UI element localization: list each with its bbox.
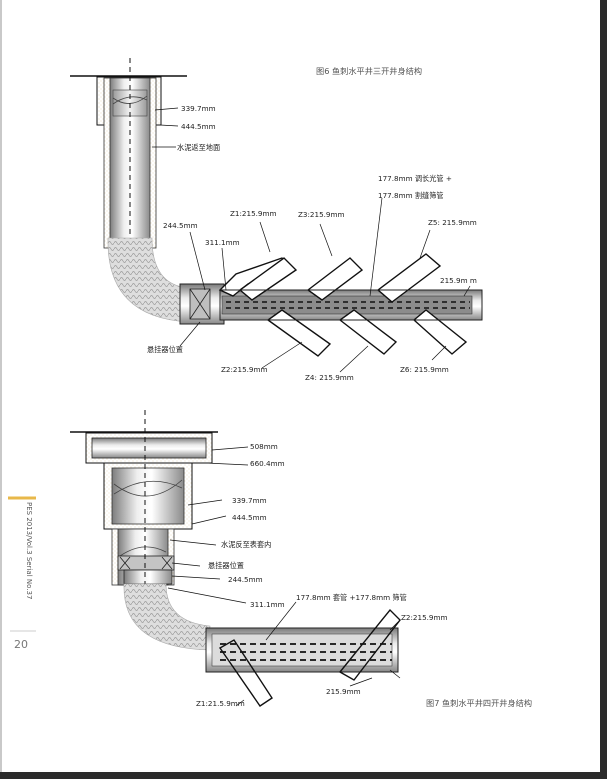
figure7-diagram: 508mm 660.4mm 339.7mm 444.5mm 水泥反至表套内 悬挂… [70, 410, 532, 708]
label-cement-2: 水泥反至表套内 [221, 540, 271, 549]
label-hole-244-2: 244.5mm [228, 575, 263, 584]
label-z3: Z3:215.9mm [298, 210, 345, 219]
label-liner-2: 177.8mm 套管 +177.8mm 筛管 [296, 593, 407, 602]
right-frame-border [600, 0, 607, 779]
branch-z6-shape [412, 309, 468, 355]
branch-z2-shape [266, 309, 332, 357]
label-hole-311: 311.1mm [205, 238, 240, 247]
build-section [107, 237, 191, 323]
label-z2-2: Z2:215.9mm [401, 613, 448, 622]
label-casing-339-2: 339.7mm [232, 496, 267, 505]
label-hole-244: 244.5mm [163, 221, 198, 230]
label-hole-311-2: 311.1mm [250, 600, 285, 609]
label-z5: Z5: 215.9mm [428, 218, 477, 227]
label-conductor-660: 660.4mm [250, 459, 285, 468]
journal-info: PES 2013/Vol.3 Serial No.37 [25, 502, 33, 599]
label-z1-2: Z1:21.5.9mm [196, 699, 245, 708]
figure7-caption: 图7 鱼刺水平井四开井身结构 [426, 698, 532, 708]
label-main-hole-2: 215.9mm [326, 687, 361, 696]
label-z6: Z6: 215.9mm [400, 365, 449, 374]
label-hanger-2: 悬挂器位置 [208, 561, 244, 570]
journal-sidebar: PES 2013/Vol.3 Serial No.37 20 [8, 496, 36, 651]
label-conductor-508: 508mm [250, 442, 278, 451]
branch-z4-shape [338, 309, 398, 355]
label-casing-339: 339.7mm [181, 104, 216, 113]
liner-pipe [221, 295, 473, 315]
label-liner-line1: 177.8mm 调长光管 + [378, 174, 452, 183]
label-main-hole: 215.9m m [440, 276, 477, 285]
bottom-frame-border [0, 772, 607, 779]
branch-z1-shape-2 [218, 639, 273, 707]
label-liner-line2: 177.8mm 割缝筛管 [378, 191, 444, 200]
figure7-leaders [167, 446, 401, 707]
liner-hanger-2 [117, 555, 175, 571]
label-hole-444-2: 444.5mm [232, 513, 267, 522]
branch-z2-shape-2 [338, 608, 401, 681]
page-number: 20 [14, 638, 28, 651]
label-z4: Z4: 215.9mm [305, 373, 354, 382]
figure6-leaders [152, 107, 471, 373]
left-page-edge [0, 0, 2, 779]
figure6-caption: 图6 鱼刺水平井三开井身结构 [316, 66, 422, 76]
label-z1: Z1:215.9mm [230, 209, 277, 218]
label-z2: Z2:215.9mm [221, 365, 268, 374]
label-hanger: 悬挂器位置 [147, 345, 183, 354]
label-hole-444: 444.5mm [181, 122, 216, 131]
label-cement: 水泥返至地面 [177, 143, 220, 152]
figure6-diagram: 图6 鱼刺水平井三开井身结构 339.7mm 444.5mm 水泥返至地面 24… [70, 58, 483, 382]
